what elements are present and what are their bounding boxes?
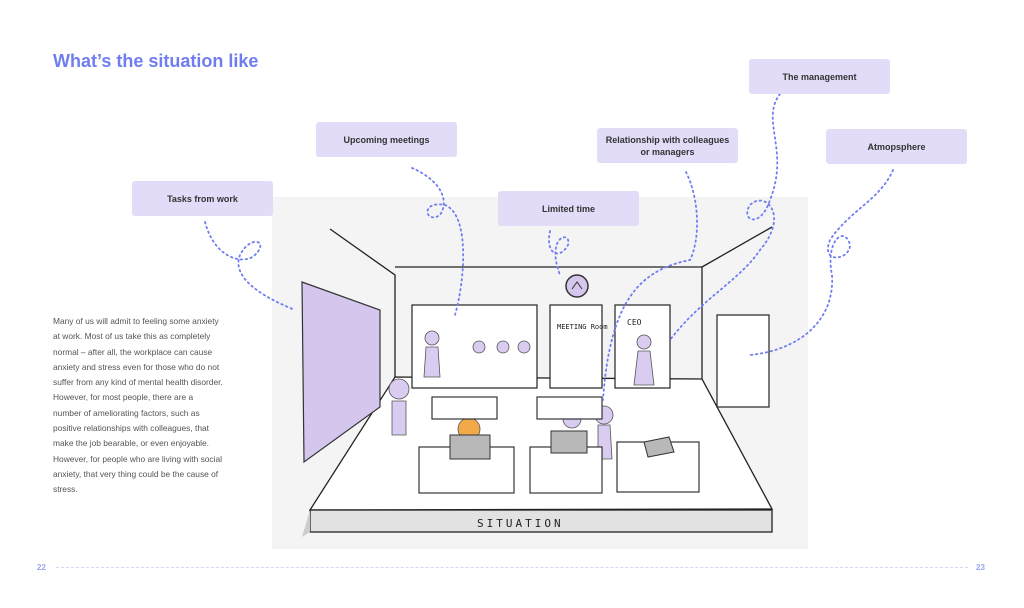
clock-icon [565, 274, 589, 298]
body-paragraph: Many of us will admit to feeling some an… [53, 316, 223, 495]
page-title: What’s the situation like [53, 51, 259, 71]
monitor [550, 430, 588, 454]
label-atmosphere: Atmopsphere [826, 129, 967, 164]
label-upcoming-meetings: Upcoming meetings [316, 122, 457, 157]
office-sketch: MEETING Room CEO SITUATION [301, 226, 774, 537]
laptop [449, 434, 491, 460]
ceo-sign: CEO [627, 318, 642, 327]
label-management: The management [749, 59, 890, 94]
label-tasks-from-work: Tasks from work [132, 181, 273, 216]
tablet [643, 436, 675, 458]
meeting-room-sign: MEETING Room [557, 323, 608, 331]
left-page-number: 22 [37, 563, 46, 572]
footer-divider [56, 567, 968, 568]
platform-label: SITUATION [477, 517, 564, 530]
office-illustration: MEETING Room CEO SITUATION [272, 197, 808, 549]
pinboard [301, 281, 381, 464]
label-relationship: Relationship with colleagues or managers [597, 128, 738, 163]
label-limited-time: Limited time [498, 191, 639, 226]
right-page-number: 23 [976, 563, 985, 572]
